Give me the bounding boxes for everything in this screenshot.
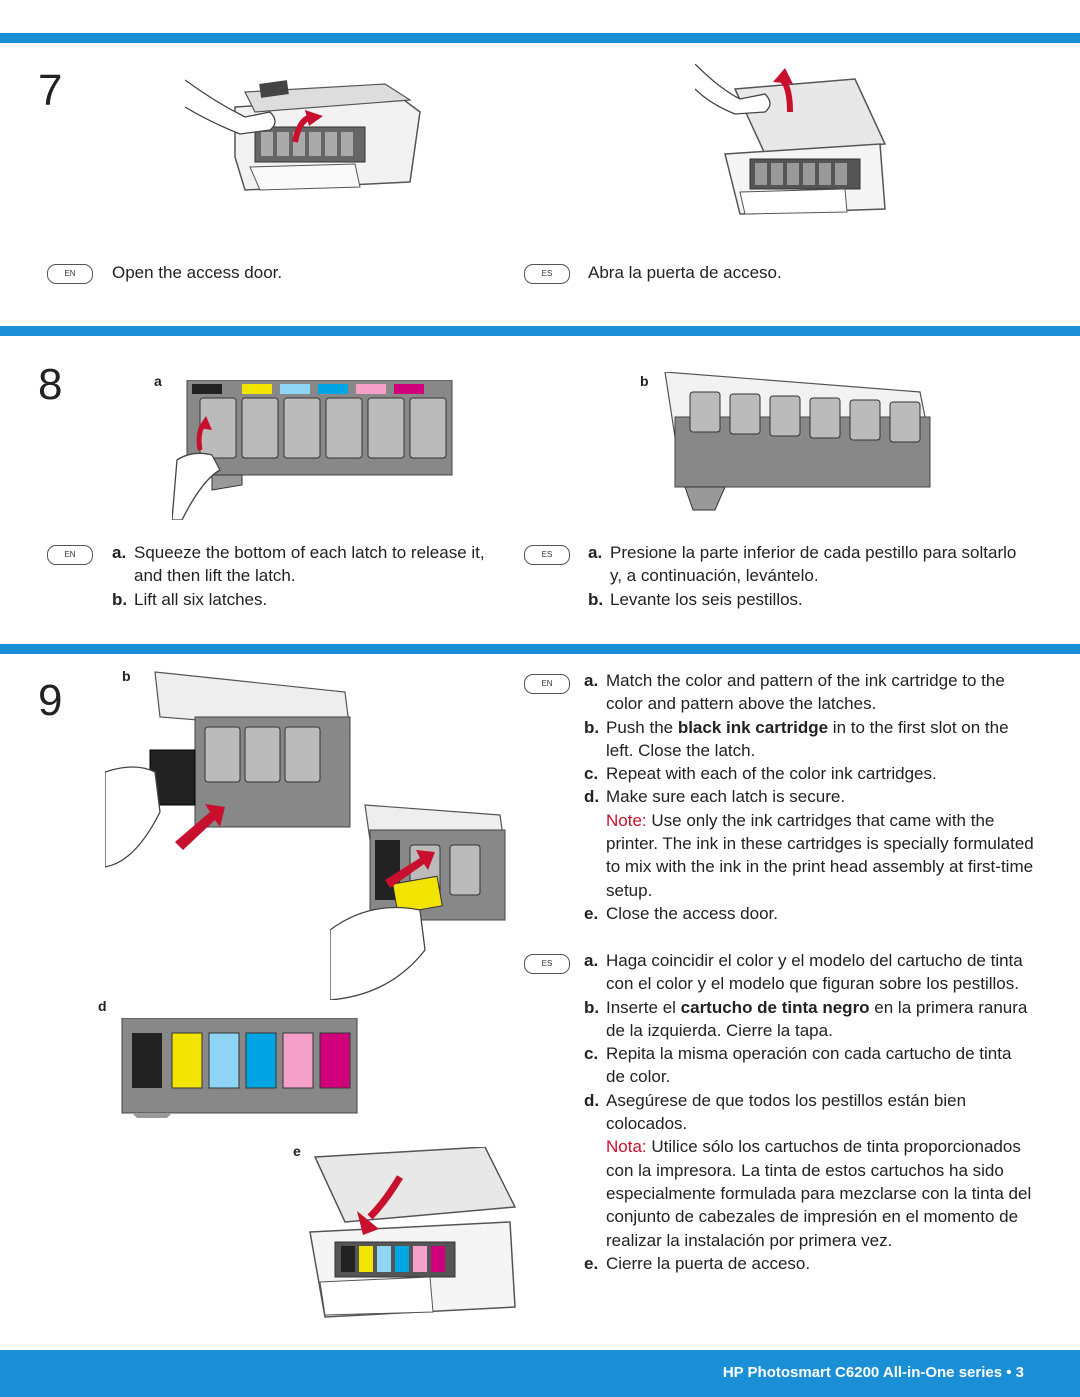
step-9-es-label-c: c. <box>584 1044 599 1064</box>
step-9-en-text-b-pre: Push the <box>606 717 678 737</box>
step-8-es-text-b: Levante los seis pestillos. <box>610 589 803 609</box>
step-8-label-a: a <box>154 373 162 389</box>
step-8-en-item-b: b. Lift all six latches. <box>112 588 507 611</box>
section-divider-9 <box>0 644 1080 654</box>
step-9-es-label-d: d. <box>584 1090 600 1110</box>
step-9-label-d: d <box>98 998 107 1014</box>
lang-badge-es: ES <box>524 264 570 284</box>
step-8-es-text-a: Presione la parte inferior de cada pesti… <box>610 543 1017 586</box>
step-9-es-text-b-post: en la primera ranura de la izquierda. Ci… <box>606 997 1028 1040</box>
step-8-es-item-a: a. Presione la parte inferior de cada pes… <box>588 541 1028 588</box>
step-9-en-note-label: Note: <box>606 810 647 830</box>
step-9-es-text: a. Haga coincidir el color y el modelo de… <box>584 949 1034 1275</box>
step-8-en-label-b: b. <box>112 589 128 609</box>
step-8-en-item-a: a. Squeeze the bottom of each latch to re… <box>112 541 507 588</box>
insert-color-cartridge-illustration <box>330 804 506 1000</box>
step-9-es-label-a: a. <box>584 951 599 970</box>
step-9-en-item-c: c. Repeat with each of the color ink cart… <box>584 762 1034 785</box>
step-9-es-item-a: a. Haga coincidir el color y el modelo de… <box>584 949 1034 996</box>
step-9-en-text-b-bold: black ink cartridge <box>677 717 829 737</box>
step-9-es-note-text: Utilice sólo los cartuchos de tinta prop… <box>606 1137 1032 1250</box>
step-9-es-note-label: Nota: <box>606 1137 647 1157</box>
printer-door-lifted-illustration <box>695 64 887 215</box>
step-7-es-instruction: Abra la puerta de acceso. <box>588 263 782 282</box>
step-8-es-label-a: a. <box>588 543 603 562</box>
step-8-en-text: a. Squeeze the bottom of each latch to re… <box>112 541 507 611</box>
step-9-es-item-d: d. Asegúrese de que todos los pestillos e… <box>584 1089 1034 1136</box>
step-9-en-item-b: b. Push the black ink cartridge in to the… <box>584 716 1034 763</box>
step-8-en-text-b: Lift all six latches. <box>134 589 268 609</box>
lang-badge-en-9: EN <box>524 674 570 694</box>
step-9-es-text-a: Haga coincidir el color y el modelo del … <box>606 951 1023 994</box>
lang-badge-en: EN <box>47 264 93 284</box>
step-9-en-text-c: Repeat with each of the color ink cartri… <box>606 764 937 784</box>
step-9-es-item-e: e. Cierre la puerta de acceso. <box>584 1252 1034 1275</box>
step-9-es-item-b: b. Inserte el cartucho de tinta negro en … <box>584 996 1034 1043</box>
step-9-en-item-a: a. Match the color and pattern of the ink… <box>584 669 1034 716</box>
step-7-en-instruction: Open the access door. <box>112 263 283 282</box>
step-9-en-label-c: c. <box>584 764 599 784</box>
step-7-en-text: Open the access door. <box>112 261 492 284</box>
step-8-es-item-b: b. Levante los seis pestillos. <box>588 588 1028 611</box>
lang-badge-es-8: ES <box>524 545 570 565</box>
step-8-en-text-a: Squeeze the bottom of each latch to rele… <box>134 543 485 586</box>
step-9-en-item-e: e. Close the access door. <box>584 902 1034 925</box>
step-9-en-text-e: Close the access door. <box>606 903 778 923</box>
close-access-door-illustration <box>309 1147 517 1318</box>
step-9-es-label-e: e. <box>584 1253 599 1273</box>
step-8-es-label-b: b. <box>588 589 604 609</box>
insert-black-cartridge-illustration <box>105 671 351 868</box>
step-9-es-item-c: c. Repita la misma operación con cada car… <box>584 1042 1034 1089</box>
step-9-label-e: e <box>293 1143 301 1159</box>
step-9-es-text-e: Cierre la puerta de acceso. <box>606 1253 811 1273</box>
step-8-es-text: a. Presione la parte inferior de cada pes… <box>588 541 1028 611</box>
step-9-en-note: Note: Use only the ink cartridges that c… <box>584 809 1034 902</box>
step-7-number: 7 <box>38 66 63 115</box>
latches-lifted-illustration <box>664 372 931 511</box>
step-9-en-text-a: Match the color and pattern of the ink c… <box>606 671 1005 714</box>
step-8-number: 8 <box>38 360 63 409</box>
step-9-en-text: a. Match the color and pattern of the ink… <box>584 669 1034 925</box>
footer-title: HP Photosmart C6200 All-in-One series • … <box>722 1364 1024 1381</box>
step-8-en-label-a: a. <box>112 543 127 562</box>
lang-badge-es-9: ES <box>524 954 570 974</box>
step-9-number: 9 <box>38 676 63 725</box>
page-footer: HP Photosmart C6200 All-in-One series • … <box>0 1350 1080 1397</box>
step-9-en-text-d: Make sure each latch is secure. <box>606 787 846 807</box>
step-9-en-item-d: d. Make sure each latch is secure. <box>584 785 1034 808</box>
step-9-es-text-c: Repita la misma operación con cada cartu… <box>606 1044 1012 1087</box>
step-9-en-label-a: a. <box>584 671 599 690</box>
step-9-en-label-b: b. <box>584 717 600 737</box>
step-9-es-label-b: b. <box>584 997 600 1017</box>
latch-squeeze-illustration <box>172 380 453 520</box>
step-9-es-text-b-pre: Inserte el <box>606 997 681 1017</box>
all-cartridges-installed-illustration <box>121 1018 358 1118</box>
section-divider-top <box>0 33 1080 43</box>
step-9-en-text-b-post: in to the first slot on the left. Close … <box>606 717 1009 760</box>
section-divider-8 <box>0 326 1080 336</box>
lang-badge-en-8: EN <box>47 545 93 565</box>
step-9-es-note: Nota: Utilice sólo los cartuchos de tint… <box>584 1135 1034 1251</box>
step-9-label-b: b <box>122 668 131 684</box>
step-9-en-label-e: e. <box>584 903 599 923</box>
step-9-es-text-b-bold: cartucho de tinta negro <box>680 997 870 1017</box>
step-7-es-text: Abra la puerta de acceso. <box>588 261 1028 284</box>
step-9-en-label-d: d. <box>584 787 600 807</box>
step-9-en-note-text: Use only the ink cartridges that came wi… <box>606 810 1034 900</box>
printer-open-door-illustration <box>185 79 421 191</box>
step-8-label-b: b <box>640 373 649 389</box>
step-9-es-text-d: Asegúrese de que todos los pestillos est… <box>606 1090 967 1134</box>
